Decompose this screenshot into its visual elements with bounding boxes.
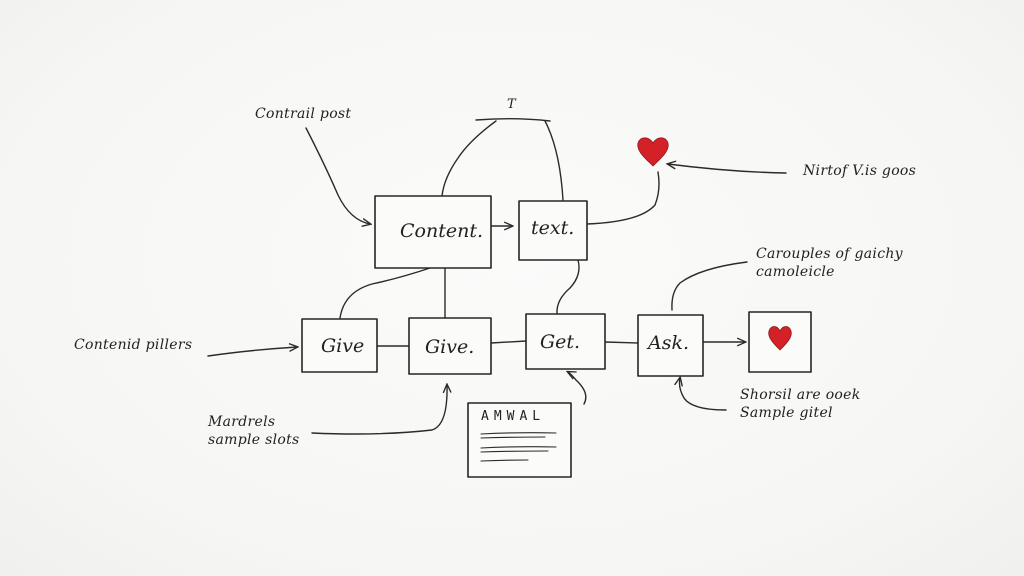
short-sample-line-1: Shorsil are ooek — [740, 387, 861, 403]
heart-icon — [637, 137, 669, 167]
ask-label: Ask. — [648, 332, 690, 354]
slots-arrow — [311, 385, 447, 435]
document-text-line-4 — [480, 450, 549, 453]
get-doc-arrow — [568, 372, 587, 405]
content-box — [374, 195, 492, 269]
top-to-content-line — [441, 120, 497, 197]
nwto-note: Nirtof V.is goos — [803, 163, 917, 179]
short-sample-note: Shorsil are ooek Sample gitel — [740, 387, 861, 422]
give2-label: Give. — [425, 336, 475, 358]
give-box — [301, 318, 378, 373]
groups-note: Carouples of gaichy camoleicle — [756, 246, 903, 281]
document-icon — [467, 402, 572, 478]
get-to-ask-line — [604, 341, 639, 344]
heart-icon — [768, 326, 792, 351]
content-post-arrow — [305, 127, 370, 224]
groups-line — [671, 261, 748, 311]
text-to-get-line — [556, 259, 580, 315]
text-to-heart-line — [586, 171, 660, 225]
groups-note-line-1: Carouples of gaichy — [756, 246, 903, 262]
content-label: Content. — [400, 220, 484, 242]
nwto-arrow — [668, 164, 787, 174]
sample-slots-line-2: sample slots — [208, 431, 300, 448]
content-to-give-line — [339, 267, 431, 319]
text-label: text. — [531, 217, 575, 239]
sample-slots-note: Mardrels sample slots — [208, 414, 299, 449]
short-sample-arrow — [680, 378, 727, 411]
pillars-arrow — [207, 347, 297, 357]
document-text-line-3 — [480, 446, 557, 449]
top-mark: T — [507, 97, 516, 112]
content-pillars-note: Contenid pillers — [74, 337, 193, 353]
document-text-line-5 — [480, 459, 529, 462]
get-box — [525, 313, 606, 370]
content-post-note: Contrail post — [255, 106, 352, 122]
short-sample-line-2: Sample gitel — [740, 404, 833, 421]
groups-note-line-2: camoleicle — [756, 263, 835, 280]
give2-box — [408, 317, 492, 375]
ask-box — [637, 314, 704, 377]
give2-to-get-line — [490, 340, 527, 344]
document-text-line-1 — [480, 432, 557, 435]
sample-slots-line-1: Mardrels — [208, 414, 276, 430]
top-to-text-line — [544, 120, 564, 201]
document-text-line-2 — [480, 436, 546, 439]
get-label: Get. — [540, 331, 581, 353]
top-bar-line — [475, 118, 551, 122]
text-box — [518, 200, 588, 261]
give-label: Give — [321, 335, 365, 357]
document-title: AMWAL — [481, 409, 546, 424]
